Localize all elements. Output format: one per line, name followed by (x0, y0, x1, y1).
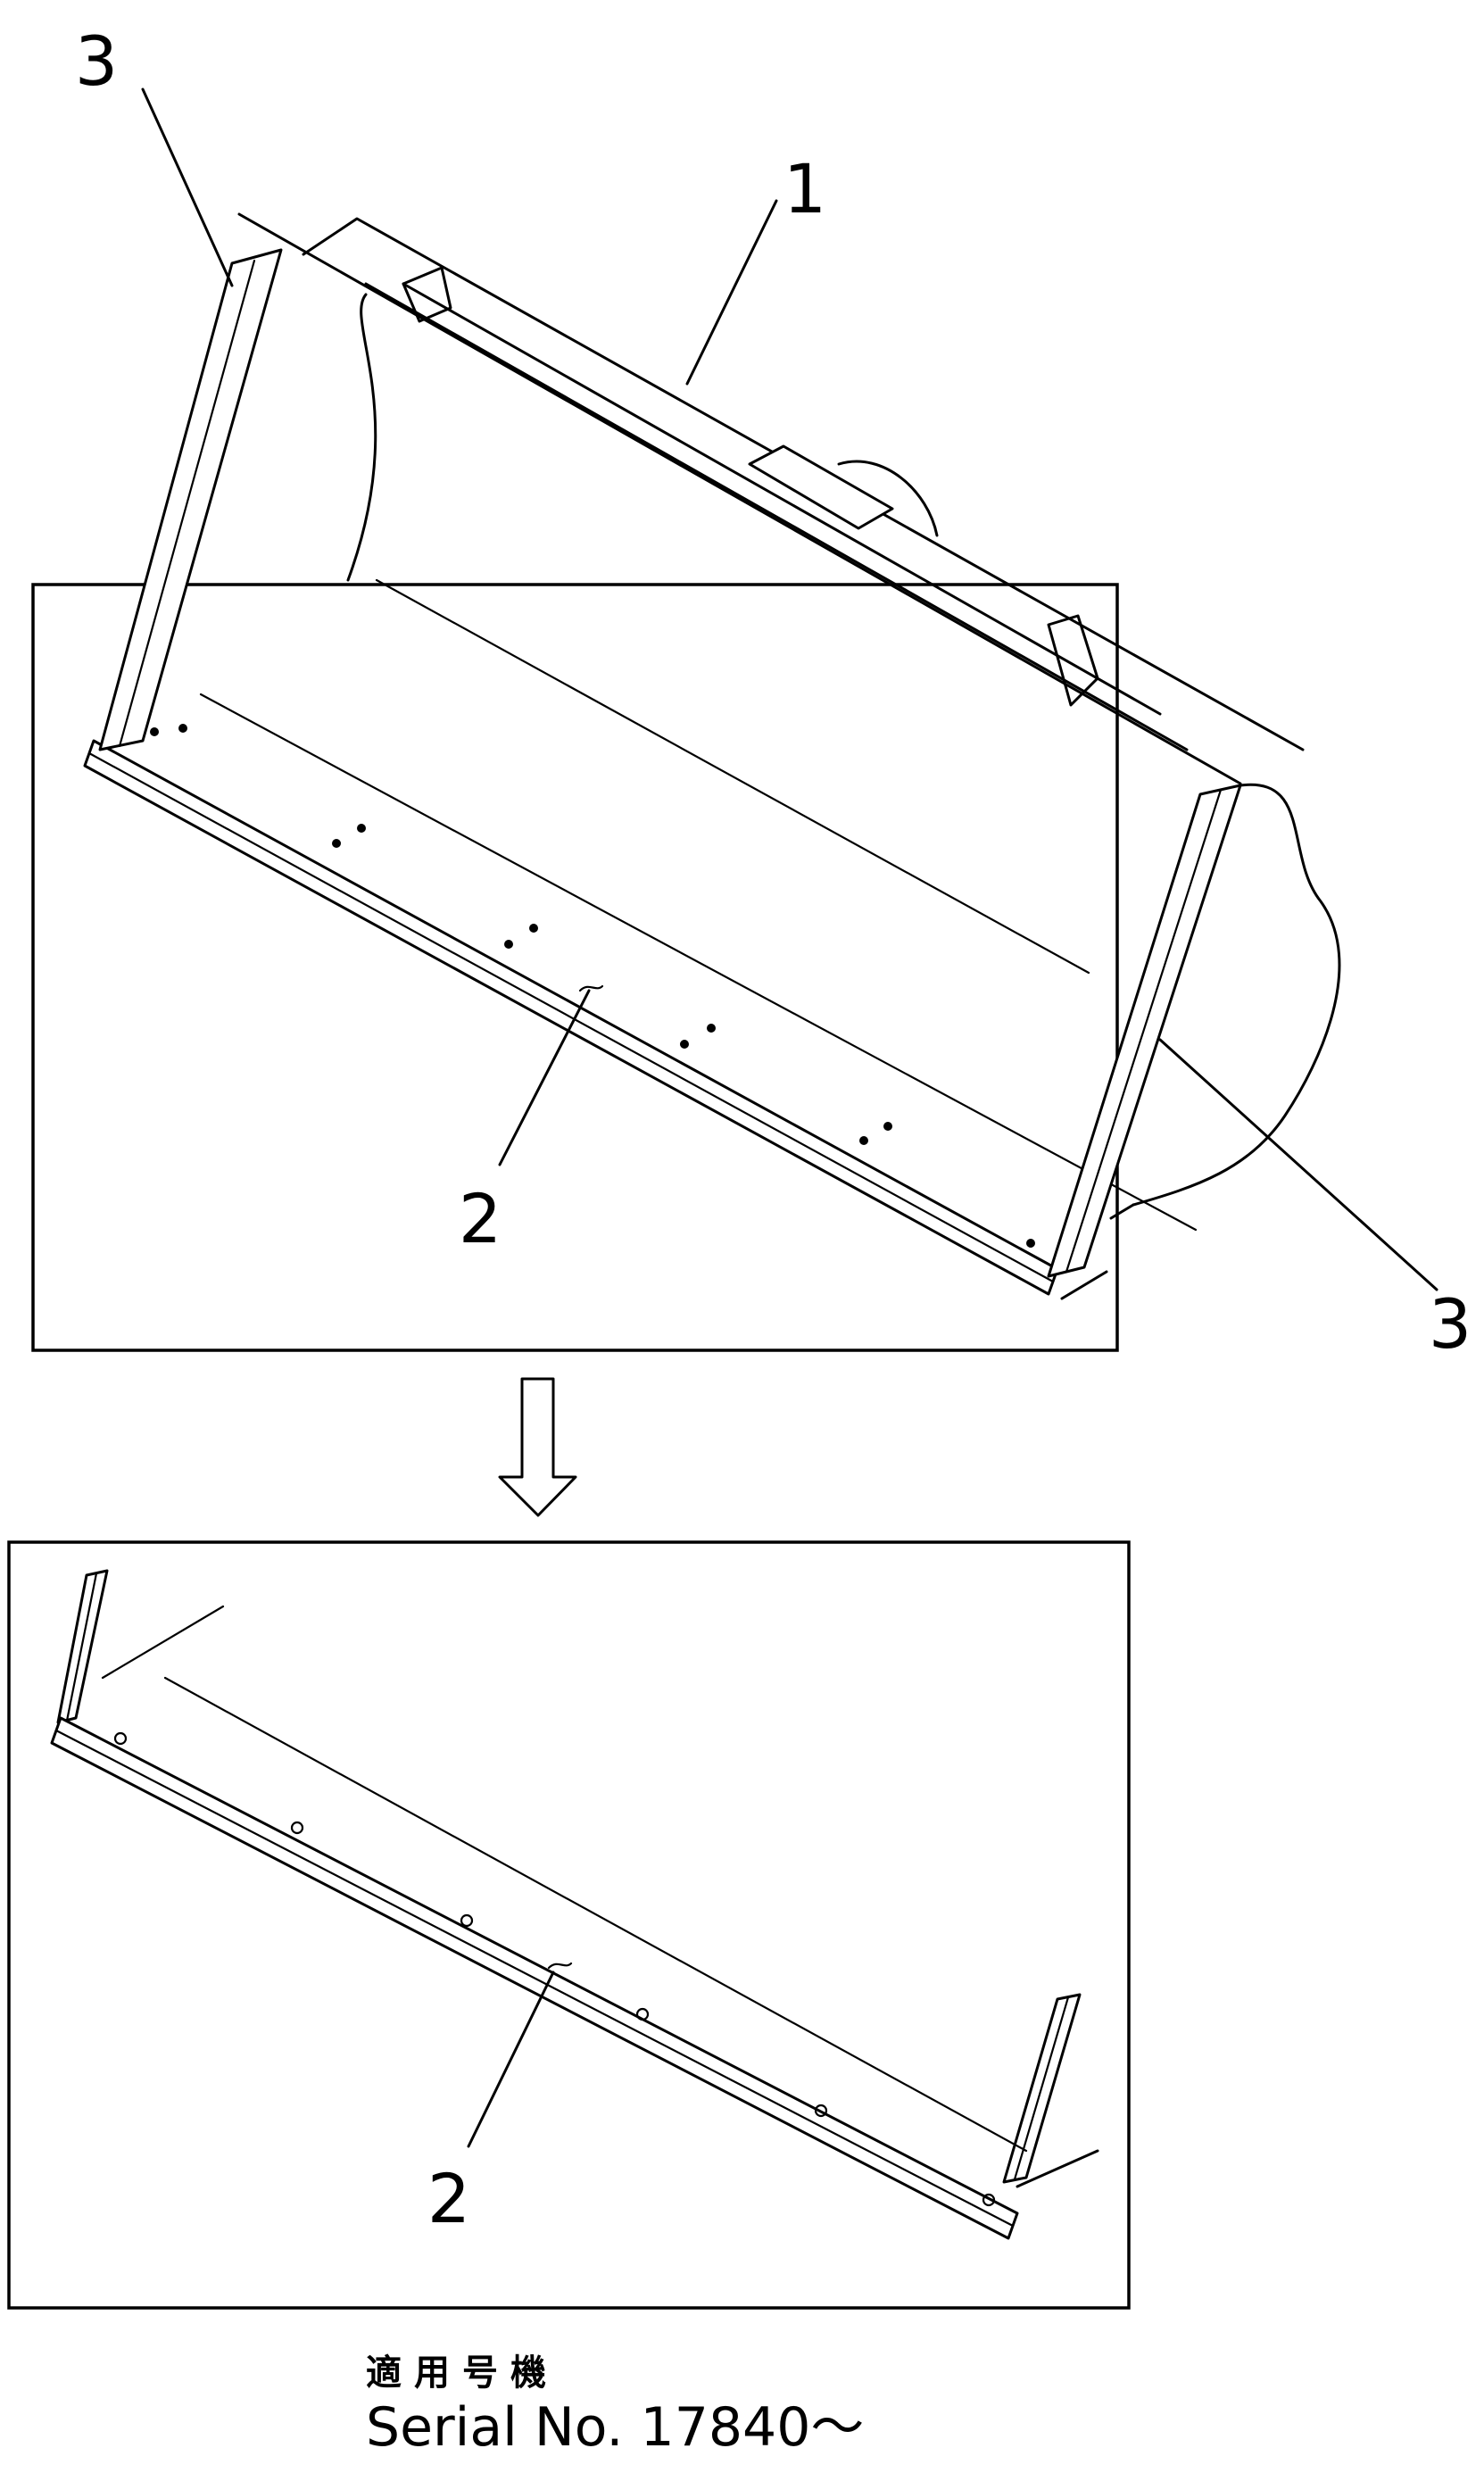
serial-caption: 適用号機 Serial No. 17840～ (366, 2352, 864, 2457)
bolt-holes-lower (113, 1731, 996, 2207)
side-edge-left (98, 248, 283, 751)
leader-lines (141, 87, 1438, 2148)
callout-cutting-edge-upper: 2 (459, 1179, 502, 1258)
applicable-model-label: 適用号機 (366, 2353, 559, 2394)
upper-detail-frame (31, 583, 1119, 1352)
lower-detail-frame (7, 1540, 1131, 2310)
bolt-holes-upper (150, 724, 1035, 1248)
callout-cutting-edge-lower: 2 (427, 2159, 470, 2238)
serial-number: Serial No. 17840～ (366, 2396, 865, 2459)
callout-bucket: 1 (783, 149, 826, 228)
down-arrow-icon (498, 1377, 577, 1517)
callout-side-edge-left: 3 (75, 21, 118, 101)
side-edge-right (1047, 784, 1242, 1300)
callout-side-edge-right: 3 (1429, 1284, 1472, 1364)
bucket-body (199, 212, 1341, 1232)
